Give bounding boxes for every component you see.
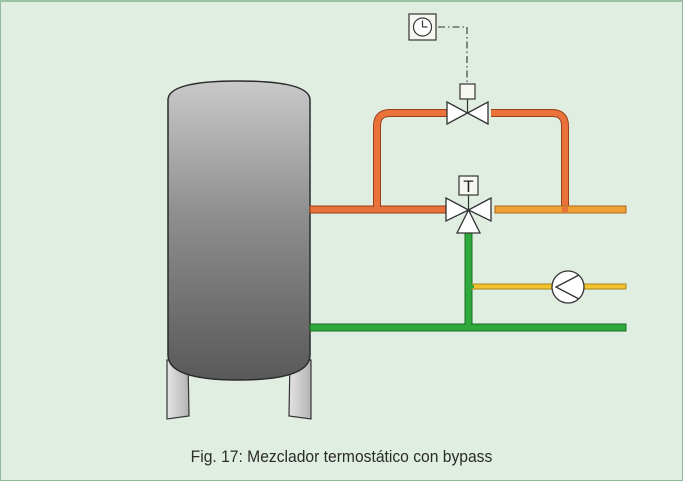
three-way-valve-icon: T [445, 175, 492, 234]
motorized-bypass-valve [446, 100, 489, 126]
tank-icon [167, 80, 311, 381]
circulation-pump [551, 270, 585, 304]
pump-pipe [471, 283, 627, 290]
cold-water-pipe [309, 227, 627, 332]
mixed-water-pipe [494, 205, 627, 214]
control-signal-line [438, 26, 468, 84]
pump-icon [551, 270, 585, 304]
valve-actuator [459, 83, 476, 100]
storage-tank [167, 80, 311, 381]
figure-caption: Fig. 17: Mezclador termostático con bypa… [190, 447, 493, 466]
two-way-valve-icon [446, 83, 489, 126]
clock-icon [408, 13, 437, 41]
thermostatic-mixing-valve [445, 196, 492, 234]
thermostat-label: T [463, 177, 473, 196]
